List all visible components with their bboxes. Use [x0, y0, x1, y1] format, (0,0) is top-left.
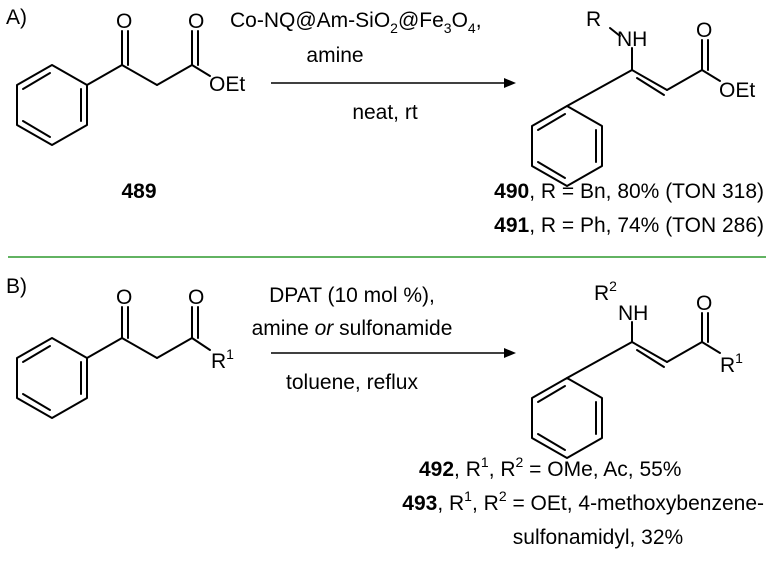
result-491: 491, R = Ph, 74% (TON 286): [494, 214, 764, 237]
arrowhead-a: [504, 78, 516, 88]
atom-o-carbonyl: O: [696, 292, 712, 315]
atom-r1: R1: [211, 346, 234, 373]
atom-r1: R1: [720, 350, 743, 377]
atom-o-carbonyl: O: [188, 286, 204, 309]
result-493: 493, R1, R2 = OEt, 4-methoxybenzene-: [402, 488, 764, 515]
product-490-structure: [531, 27, 721, 187]
result-492: 492, R1, R2 = OMe, Ac, 55%: [419, 454, 681, 481]
product-b-structure: [531, 312, 721, 459]
atom-nh: NH: [618, 302, 648, 325]
atom-nh: NH: [617, 28, 647, 51]
result-490: 490, R = Bn, 80% (TON 318): [494, 180, 764, 203]
atom-o-ester: O: [188, 10, 204, 33]
arrowhead-b: [504, 348, 516, 358]
reactant-b-structure: [16, 306, 211, 419]
conditions-b-reagent: amine or sulfonamide: [252, 317, 453, 340]
atom-oet: OEt: [209, 73, 245, 96]
conditions-a-solvent: neat, rt: [352, 101, 418, 124]
atom-r: R: [586, 8, 601, 31]
atom-o-ketone: O: [116, 10, 132, 33]
compound-number-489: 489: [121, 180, 156, 203]
reactant-489-structure: [16, 30, 211, 146]
panel-b-tag: B): [6, 275, 27, 298]
benzene-ring: [16, 64, 88, 146]
benzene-ring: [531, 105, 603, 187]
panel-a-tag: A): [6, 6, 27, 29]
atom-o-ester: O: [696, 19, 712, 42]
conditions-b-solvent: toluene, reflux: [286, 371, 418, 394]
atom-o-ketone: O: [116, 286, 132, 309]
atom-r2: R2: [594, 278, 617, 305]
conditions-a-catalyst: Co-NQ@Am-SiO2@Fe3O4,: [230, 9, 482, 36]
result-493-continued: sulfonamidyl, 32%: [513, 526, 683, 549]
conditions-a-reagent: amine: [306, 44, 363, 67]
conditions-b-catalyst: DPAT (10 mol %),: [269, 284, 435, 307]
atom-oet: OEt: [719, 79, 755, 102]
benzene-ring: [531, 377, 603, 459]
benzene-ring: [16, 337, 88, 419]
